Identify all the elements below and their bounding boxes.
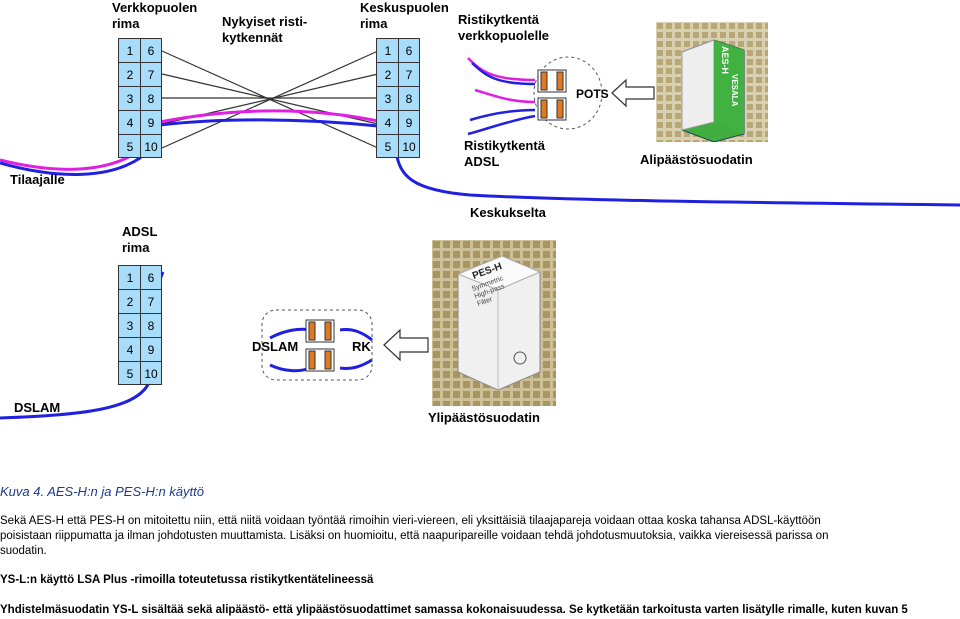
cross-network-dashed-outline	[533, 56, 603, 130]
strip-cell: 3	[126, 92, 134, 106]
strip-cell: 7	[147, 295, 155, 309]
strip-cell: 1	[126, 44, 134, 58]
dslam-box-label: DSLAM	[252, 339, 299, 354]
lowpass-filter-label: Alipäästösuodatin	[640, 152, 753, 167]
paragraph-line: suodatin.	[0, 545, 47, 557]
strip-cell: 9	[147, 116, 155, 130]
strip-cell: 8	[147, 319, 155, 333]
section-heading: YS-L:n käyttö LSA Plus -rimoilla toteute…	[0, 574, 374, 586]
highpass-filter-photo: PES-H Symmetric High-pass Filter	[432, 240, 556, 406]
arrow-left-icon	[383, 328, 429, 362]
aes-brand-text: AES-H	[720, 46, 730, 75]
strip-cell: 5	[384, 140, 392, 154]
strip-cell: 10	[144, 140, 158, 154]
filter-symbol	[537, 69, 567, 121]
strip-cell: 6	[405, 44, 413, 58]
dslam-label: DSLAM	[14, 400, 61, 415]
current-cross-label: Nykyiset risti- kytkennät	[222, 14, 308, 45]
pots-label: POTS	[576, 87, 609, 101]
strip-cell: 9	[405, 116, 413, 130]
strip-cell: 3	[126, 319, 134, 333]
strip-cell: 1	[384, 44, 392, 58]
from-exchange-label: Keskukselta	[470, 205, 546, 220]
cross-connect-wires	[161, 50, 379, 149]
strip-cell: 8	[147, 92, 155, 106]
adsl-strip: 1 6 2 7 3 8 4 9 5 10	[118, 265, 162, 385]
strip-cell: 5	[126, 367, 134, 381]
strip-cell: 2	[384, 68, 392, 82]
paragraph-line: poisistaan riippumatta ja ilman johdotus…	[0, 530, 829, 542]
exchange-strip-label: Keskuspuolen rima	[360, 0, 449, 31]
lowpass-filter-photo: AES-H VESALA	[656, 22, 768, 142]
adsl-strip-label: ADSL rima	[122, 224, 158, 255]
exchange-wire-blue	[394, 151, 960, 207]
strip-cell: 7	[147, 68, 155, 82]
exchange-strip: 1 6 2 7 3 8 4 9 5 10	[376, 38, 420, 158]
filter-symbol	[305, 319, 335, 372]
highpass-filter-label: Ylipäästösuodatin	[428, 410, 540, 425]
cross-network-wires	[467, 57, 536, 136]
strip-cell: 2	[126, 68, 134, 82]
network-strip-label: Verkkopuolen rima	[112, 0, 198, 31]
paragraph-line: Sekä AES-H että PES-H on mitoitettu niin…	[0, 515, 821, 527]
strip-cell: 4	[126, 116, 134, 130]
strip-cell: 6	[147, 271, 155, 285]
subscriber-label: Tilaajalle	[10, 172, 65, 187]
strip-cell: 9	[147, 343, 155, 357]
cross-adsl-label: Ristikytkentä ADSL	[464, 138, 545, 169]
strip-cell: 10	[144, 367, 158, 381]
cross-network-label: Ristikytkentä verkkopuolelle	[458, 12, 550, 43]
strip-cell: 5	[126, 140, 134, 154]
strip-cell: 3	[384, 92, 392, 106]
network-strip: 1 6 2 7 3 8 4 9 5 10	[118, 38, 162, 158]
arrow-left-icon	[611, 78, 655, 108]
strip-cell: 2	[126, 295, 134, 309]
subscriber-wire-blue	[0, 116, 406, 176]
subscriber-wire-magenta	[0, 109, 405, 171]
figure-caption: Kuva 4. AES-H:n ja PES-H:n käyttö	[0, 484, 204, 499]
strip-cell: 10	[402, 140, 416, 154]
strip-cell: 1	[126, 271, 134, 285]
strip-cell: 8	[405, 92, 413, 106]
strip-cell: 4	[126, 343, 134, 357]
strip-cell: 6	[147, 44, 155, 58]
strip-cell: 7	[405, 68, 413, 82]
strip-cell: 4	[384, 116, 392, 130]
aes-vesala-text: VESALA	[730, 74, 739, 107]
paragraph-line: Yhdistelmäsuodatin YS-L sisältää sekä al…	[0, 604, 908, 616]
rk-label: RK	[352, 339, 371, 354]
